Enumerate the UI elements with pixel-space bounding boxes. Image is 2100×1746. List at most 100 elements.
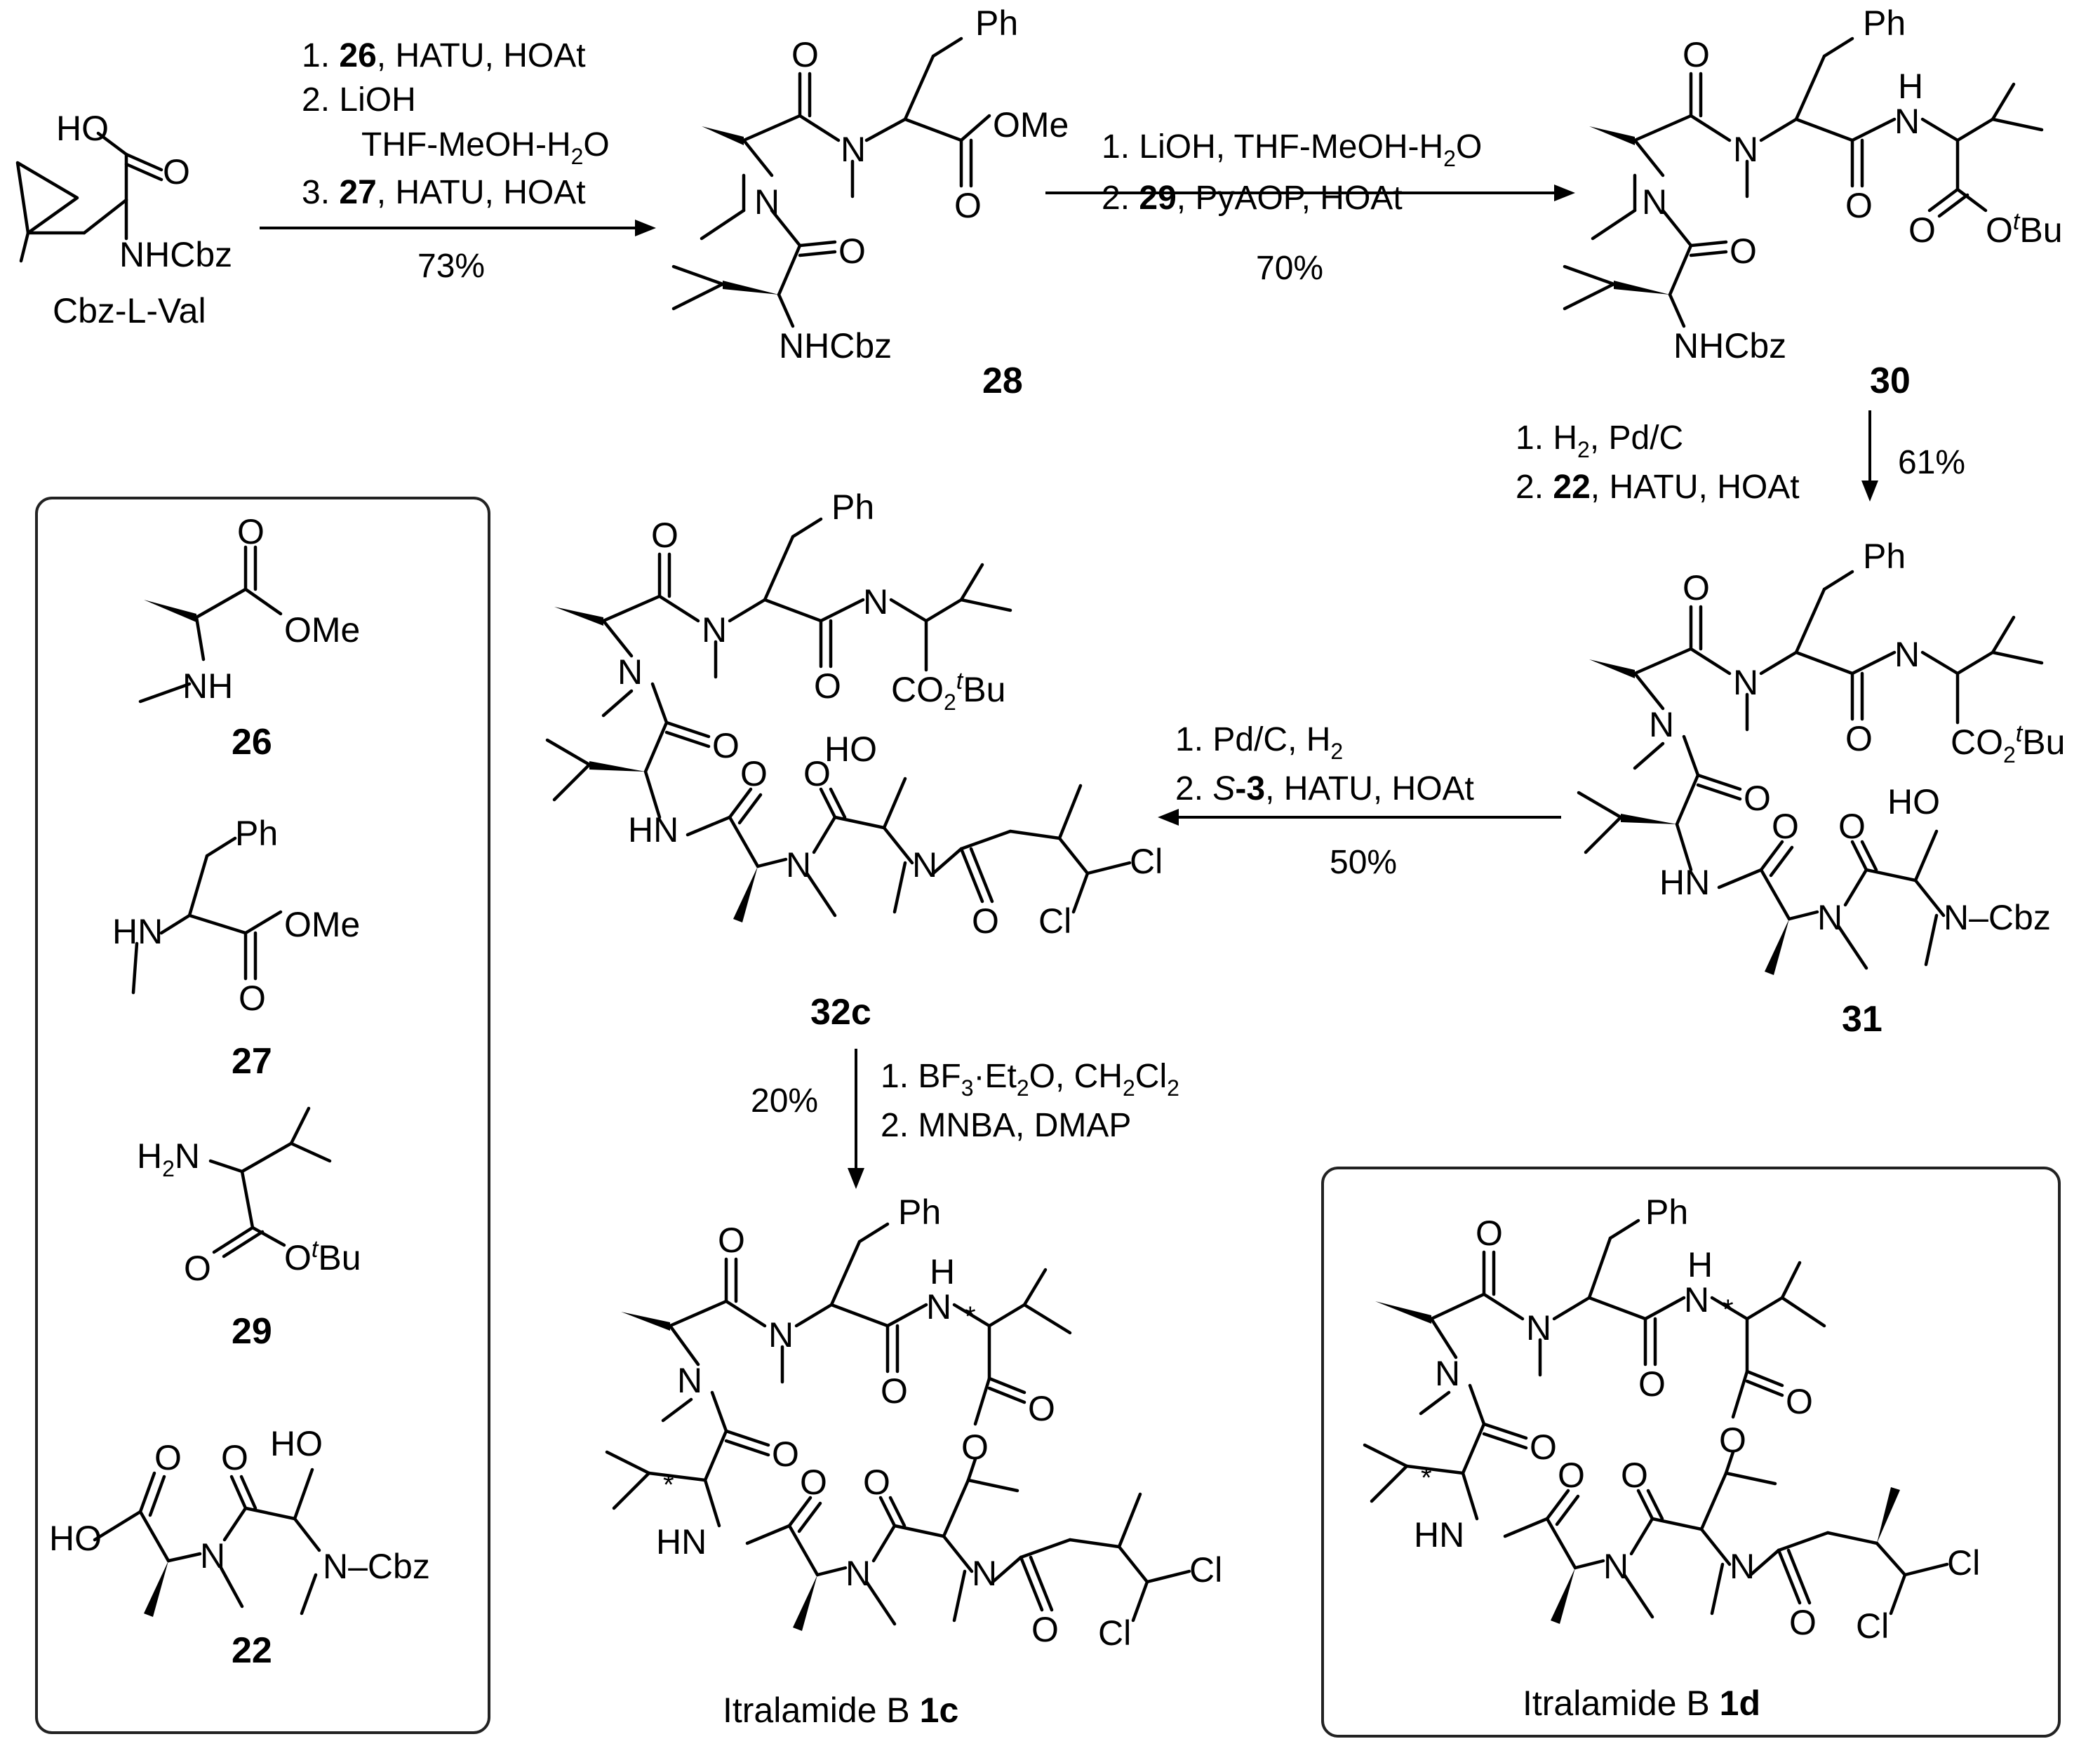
compound-1d-box: O Ph N N H * O O O N O * HN O O N N O Cl… [1321,1167,2061,1738]
svg-text:OtBu: OtBu [1986,208,2063,250]
svg-text:Ph: Ph [235,814,278,853]
step3-line1: 1. H [1516,419,1577,457]
step1-line1a: 1. [302,37,339,74]
svg-text:N: N [1649,705,1674,744]
svg-text:*: * [1421,1463,1432,1493]
compound-26: O OMe NH 26 [138,512,360,763]
compound-1d-frame [1321,1167,2061,1738]
svg-text:N: N [1642,182,1667,222]
svg-text:O: O [1719,1421,1746,1460]
step1-line4a: 3. [302,174,339,211]
svg-text:O: O [1638,1364,1666,1404]
svg-text:N: N [1817,898,1842,937]
svg-text:Cl: Cl [1130,842,1163,881]
svg-text:*: * [1723,1294,1734,1325]
compound-22-label: 22 [232,1630,272,1671]
svg-text:Ph: Ph [831,488,874,527]
svg-text:O: O [1683,35,1710,74]
step1-line3: THF-MeOH-H [361,126,571,163]
svg-text:HO: HO [1887,782,1940,821]
svg-text:O: O [1530,1428,1557,1467]
svg-text:H: H [1898,67,1923,106]
cbz-val-o-label: O [163,152,190,192]
reagents-frame [35,497,490,1734]
svg-text:HN: HN [628,810,678,850]
compound-1d-label: Itralamide B 1d [1523,1684,1760,1723]
svg-text:O: O [881,1371,908,1411]
svg-text:HN: HN [112,912,163,951]
svg-text:N: N [926,1287,951,1327]
svg-text:N: N [1435,1354,1460,1393]
svg-text:Cl: Cl [1038,901,1071,941]
cbz-val-name: Cbz-L-Val [53,291,206,330]
svg-text:Ph: Ph [898,1193,941,1232]
step5-yield: 20% [751,1082,818,1120]
compound-28: O Ph N N OMe O O NHCbz 28 [671,4,1069,401]
step5-line2: 2. MNBA, DMAP [881,1107,1131,1144]
svg-text:O: O [740,754,768,793]
svg-text:CO2tBu: CO2tBu [891,668,1005,715]
svg-text:N: N [1894,635,1920,674]
svg-text:NHCbz: NHCbz [1673,326,1786,365]
svg-text:1. LiOH, THF-MeOH-H2O: 1. LiOH, THF-MeOH-H2O [1102,128,1482,171]
svg-text:2. 22, HATU, HOAt: 2. 22, HATU, HOAt [1516,469,1800,506]
svg-text:N: N [200,1536,225,1576]
svg-text:O: O [961,1428,989,1467]
svg-text:Ph: Ph [1645,1193,1688,1232]
svg-text:N: N [754,182,780,222]
svg-text:N: N [786,845,811,885]
step4-line1: 1. Pd/C, H [1175,721,1330,758]
compound-31-label: 31 [1842,999,1882,1040]
compound-22: HO O O HO N N–Cbz 22 [49,1424,430,1671]
svg-text:HN: HN [656,1522,707,1562]
step-3: 1. H2, Pd/C 2. 22, HATU, HOAt 61% [1516,410,1965,506]
svg-text:HN: HN [1659,863,1710,902]
compound-30-label: 30 [1870,361,1911,401]
svg-text:*: * [663,1470,674,1500]
svg-text:O: O [803,754,831,793]
svg-text:O: O [814,666,841,706]
svg-text:O: O [1558,1456,1585,1495]
step3-cpd: 22 [1553,469,1590,506]
svg-text:NHCbz: NHCbz [779,326,892,365]
svg-text:1. BF3·Et2O, CH2Cl2: 1. BF3·Et2O, CH2Cl2 [881,1058,1179,1101]
svg-text:HO: HO [49,1519,102,1558]
svg-text:O: O [863,1463,890,1502]
svg-text:N: N [972,1554,997,1593]
svg-text:O: O [972,901,999,941]
svg-text:1. 26, HATU, HOAt: 1. 26, HATU, HOAt [302,37,586,74]
svg-text:N: N [677,1361,702,1400]
svg-text:N–Cbz: N–Cbz [323,1547,430,1586]
svg-text:N: N [1730,1547,1755,1586]
svg-text:O: O [154,1438,182,1477]
svg-text:O: O [800,1463,827,1502]
compound-29: H2N O OtBu 29 [137,1106,361,1352]
step4-cpd: -3 [1235,770,1265,807]
svg-text:O: O [651,516,678,555]
svg-text:Ph: Ph [975,4,1018,43]
svg-text:OtBu: OtBu [284,1236,361,1277]
svg-text:OMe: OMe [284,610,360,650]
svg-text:Cl: Cl [1189,1550,1222,1590]
step-1: 1. 26, HATU, HOAt 2. LiOH THF-MeOH-H2O 3… [260,37,656,285]
svg-text:H: H [930,1252,955,1291]
svg-text:N: N [617,652,643,692]
svg-text:CO2tBu: CO2tBu [1951,720,2065,767]
svg-text:N: N [841,130,866,169]
step-5: 1. BF3·Et2O, CH2Cl2 2. MNBA, DMAP 20% [751,1049,1179,1189]
svg-text:N: N [1733,130,1758,169]
compound-27-label: 27 [232,1041,272,1082]
step2-line1: 1. LiOH, THF-MeOH-H [1102,128,1443,166]
svg-text:HN: HN [1414,1515,1464,1554]
svg-text:H: H [1687,1245,1713,1284]
svg-text:O: O [1028,1389,1055,1428]
step3-yield: 61% [1898,444,1965,481]
svg-text:O: O [1730,231,1757,271]
step-2: 1. LiOH, THF-MeOH-H2O 2. 29, PyAOP, HOAt… [1045,128,1575,287]
svg-text:O: O [1845,719,1873,758]
step5-line1: 1. BF [881,1058,961,1095]
compound-1c-label: Itralamide B 1c [723,1691,958,1730]
svg-text:O: O [1908,210,1936,250]
svg-text:N: N [1603,1547,1628,1586]
